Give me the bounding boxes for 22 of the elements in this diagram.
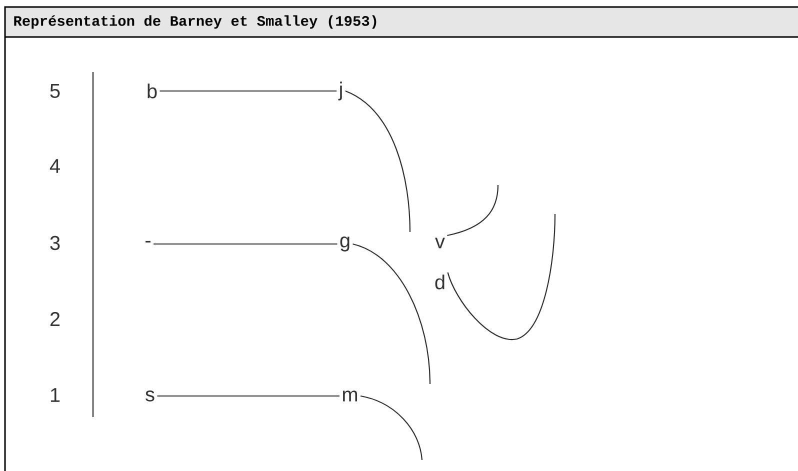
title: Représentation de Barney et Smalley (1953) [14,15,376,29]
curve [352,243,431,384]
scale-number: 4 [50,159,60,173]
letter: v [435,238,445,248]
scale-number: 2 [50,312,60,326]
curve [447,214,556,340]
letter: s [146,390,154,402]
scale-number: 5 [50,84,60,98]
line [160,90,337,92]
curve [345,90,411,232]
line [154,243,338,245]
letter: b [148,84,157,98]
curve [447,184,499,236]
letter: m [343,390,358,402]
letter: - [146,240,150,242]
scale-number: 1 [50,388,60,402]
scale-number: 3 [50,236,60,250]
letter: d [435,274,444,290]
line [157,395,340,397]
letter: j [338,82,342,100]
curve [360,395,423,460]
letter: g [340,236,350,252]
